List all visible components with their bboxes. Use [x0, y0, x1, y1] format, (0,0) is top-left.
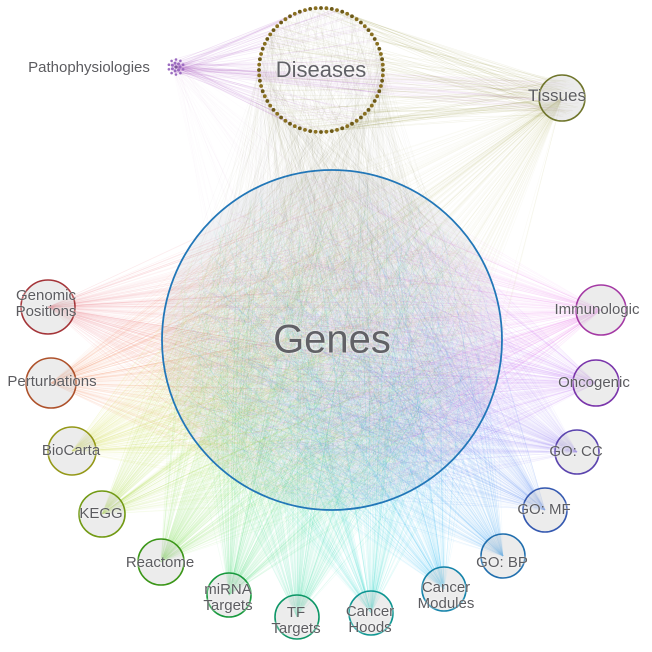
- genes-circle-fill: [162, 170, 502, 510]
- edges-layer: [47, 7, 602, 618]
- node-tissues[interactable]: [538, 74, 586, 122]
- node-diseases[interactable]: [257, 6, 385, 134]
- node-tf-targets[interactable]: [274, 594, 320, 640]
- node-pathophysiologies[interactable]: [167, 58, 185, 76]
- node-genes[interactable]: [161, 169, 503, 511]
- node-genomic-positions[interactable]: [20, 279, 76, 335]
- node-go-bp[interactable]: [480, 533, 526, 579]
- background-layer: [162, 170, 502, 510]
- node-perturbations[interactable]: [25, 357, 77, 409]
- nodes-layer: [20, 6, 627, 640]
- node-reactome[interactable]: [137, 538, 185, 586]
- node-cancer-modules[interactable]: [421, 566, 467, 612]
- node-go-mf[interactable]: [522, 487, 568, 533]
- node-biocarta[interactable]: [47, 426, 97, 476]
- node-go-cc[interactable]: [554, 429, 600, 475]
- node-mirna-targets[interactable]: [206, 572, 252, 618]
- node-immunologic[interactable]: [575, 284, 627, 336]
- node-kegg[interactable]: [78, 490, 126, 538]
- node-cancer-hoods[interactable]: [348, 590, 394, 636]
- node-oncogenic[interactable]: [572, 359, 620, 407]
